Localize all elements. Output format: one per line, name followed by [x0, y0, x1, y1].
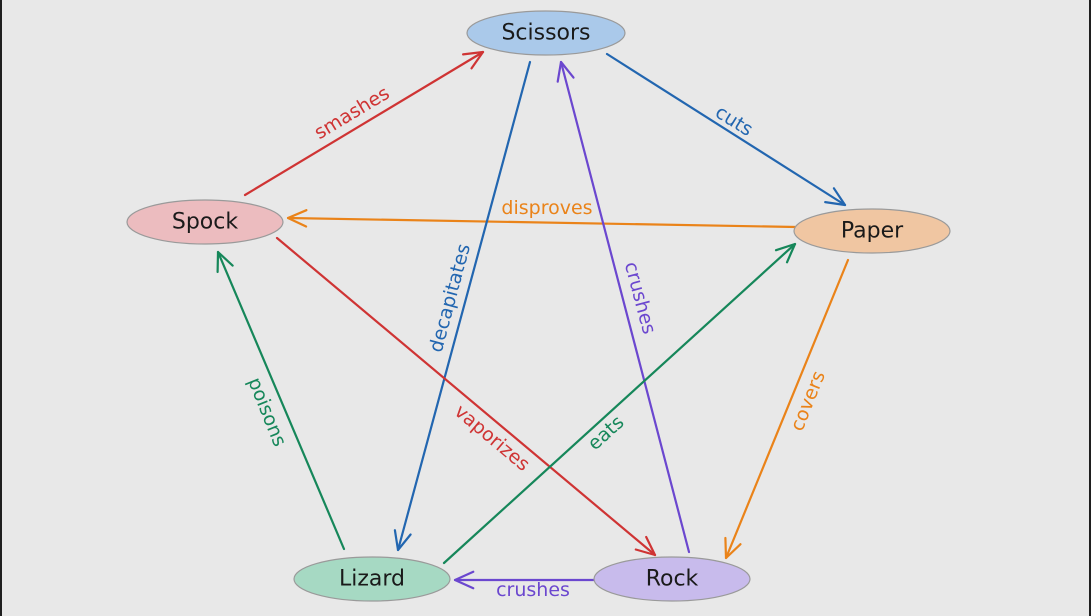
edge-scissors-decapitates-lizard: [393, 60, 532, 552]
edge-label-paper-disproves-spock: disproves: [501, 197, 592, 219]
edge-scissors-cuts-paper: [605, 52, 847, 207]
edge-label-lizard-poisons-spock: poisons: [243, 374, 291, 449]
frame-right-edge: [1089, 0, 1091, 616]
node-scissors: Scissors: [466, 10, 626, 56]
edge-line: [286, 216, 798, 229]
node-shape: [593, 556, 751, 602]
node-shape: [793, 208, 951, 254]
edge-rock-crushes-scissors: [556, 60, 691, 554]
arrowhead-icon: [462, 50, 485, 70]
edge-lizard-eats-paper: [442, 242, 797, 565]
edge-label-scissors-decapitates-lizard: decapitates: [425, 241, 475, 354]
edge-spock-smashes-scissors: [243, 50, 485, 197]
node-shape: [293, 556, 451, 602]
edge-line: [724, 258, 850, 560]
edge-spock-vaporizes-rock: [275, 236, 657, 557]
edge-label-paper-covers-rock: covers: [786, 368, 830, 434]
edge-label-lizard-eats-paper: eats: [584, 411, 629, 455]
edge-line: [396, 60, 532, 552]
arrowhead-icon: [393, 529, 412, 552]
edge-line: [442, 242, 797, 565]
edge-label-rock-crushes-scissors: crushes: [620, 259, 660, 336]
node-paper: Paper: [793, 208, 951, 254]
node-spock: Spock: [126, 199, 284, 245]
node-label-scissors: Scissors: [501, 21, 590, 46]
arrowhead-icon: [724, 536, 742, 560]
edge-line: [605, 52, 847, 207]
edges-layer: [216, 50, 850, 590]
node-shape: [466, 10, 626, 56]
frame-left-edge: [0, 0, 2, 616]
edge-label-rock-crushes-lizard: crushes: [496, 579, 570, 601]
arrowhead-icon: [774, 242, 797, 264]
edge-lizard-poisons-spock: [216, 250, 346, 551]
edge-line: [216, 250, 346, 551]
node-lizard: Lizard: [293, 556, 451, 602]
edge-paper-covers-rock: [724, 258, 850, 560]
edge-line: [243, 50, 485, 197]
arrowhead-icon: [286, 209, 308, 228]
edge-label-spock-vaporizes-rock: vaporizes: [450, 400, 534, 475]
arrowhead-icon: [634, 535, 657, 557]
node-label-lizard: Lizard: [339, 567, 405, 592]
edge-paper-disproves-spock: [286, 209, 798, 229]
edge-line: [559, 60, 691, 554]
arrowhead-icon: [216, 250, 234, 274]
node-label-paper: Paper: [841, 219, 904, 244]
arrowhead-icon: [556, 60, 575, 83]
node-shape: [126, 199, 284, 245]
edge-rock-crushes-lizard: [453, 570, 596, 590]
arrowhead-icon: [453, 570, 475, 590]
arrowhead-icon: [824, 187, 847, 207]
node-label-rock: Rock: [646, 567, 699, 592]
node-label-spock: Spock: [172, 210, 238, 235]
node-rock: Rock: [593, 556, 751, 602]
edge-line: [275, 236, 657, 557]
